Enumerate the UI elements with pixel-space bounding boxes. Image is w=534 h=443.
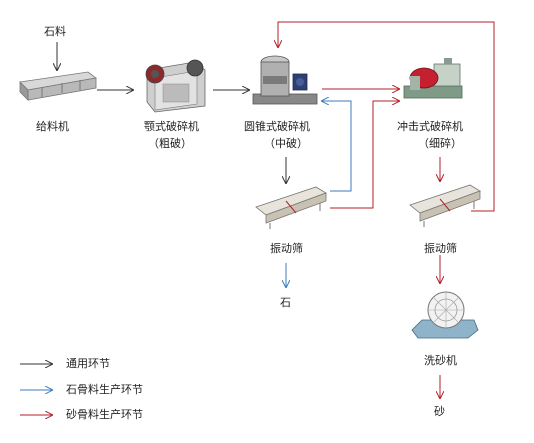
- jaw-crusher-stage: （粗破）: [148, 137, 192, 150]
- legend-arrows: [20, 364, 52, 415]
- cone-crusher-label: 圆锥式破碎机: [244, 120, 310, 133]
- arrow-screen1-to-impact: [330, 101, 399, 209]
- sand-output-label: 砂: [434, 405, 445, 418]
- sand-washer-icon: [411, 291, 479, 339]
- vibrating-screen-2-icon: [409, 184, 481, 227]
- screen-1-label: 振动筛: [270, 242, 303, 255]
- cone-crusher-icon: [252, 55, 318, 105]
- vibrating-screen-1-icon: [255, 186, 327, 229]
- legend-stone-label: 石骨料生产环节: [66, 383, 143, 396]
- input-label: 石料: [44, 25, 66, 38]
- sand-washer-label: 洗砂机: [424, 354, 457, 367]
- jaw-crusher-icon: [145, 59, 206, 113]
- arrow-screen2-return-loop: [278, 21, 495, 212]
- impact-crusher-label: 冲击式破碎机: [397, 120, 463, 133]
- legend-general-label: 通用环节: [66, 357, 110, 370]
- feeder-machine-icon: [19, 71, 97, 101]
- feeder-label: 给料机: [36, 120, 69, 133]
- stone-connectors: [286, 101, 352, 287]
- general-connectors: [57, 42, 440, 283]
- impact-crusher-stage: （细碎）: [418, 137, 462, 150]
- sand-connectors: [278, 21, 495, 398]
- legend-sand-label: 砂骨料生产环节: [66, 408, 143, 421]
- arrow-screen1-return-to-cone: [322, 101, 352, 192]
- jaw-crusher-label: 颚式破碎机: [144, 120, 199, 133]
- cone-crusher-stage: （中破）: [264, 137, 308, 150]
- screen-2-label: 振动筛: [424, 242, 457, 255]
- stone-output-label: 石: [280, 296, 291, 309]
- impact-crusher-icon: [403, 58, 463, 99]
